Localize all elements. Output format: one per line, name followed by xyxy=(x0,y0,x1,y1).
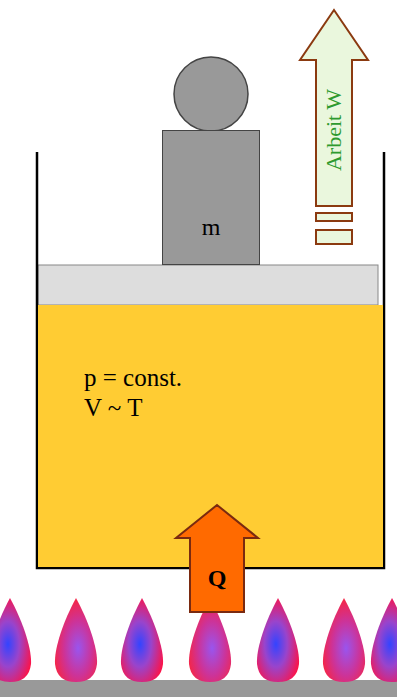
arrow-outline xyxy=(300,10,368,206)
mass-knob xyxy=(174,57,248,131)
heat-arrow-outline xyxy=(174,504,260,614)
flame xyxy=(257,598,299,682)
flame xyxy=(55,598,97,682)
arrow-dash xyxy=(316,213,352,221)
heat-arrow: Q xyxy=(174,504,260,614)
mass-block: m xyxy=(162,130,260,265)
mass-block-label: m xyxy=(163,213,259,241)
work-arrow: Arbeit W xyxy=(298,8,370,248)
flame xyxy=(371,598,397,682)
cylinder-wall xyxy=(37,152,384,568)
arrow-outline xyxy=(176,505,258,612)
work-arrow-label: Arbeit W xyxy=(322,89,346,171)
flame xyxy=(0,598,31,682)
flame xyxy=(323,598,365,682)
piston-plate xyxy=(38,265,378,305)
flame xyxy=(121,598,163,682)
heat-arrow-label: Q xyxy=(190,564,244,592)
arrow-dash xyxy=(316,230,352,244)
gas-volume-label: V ~ T xyxy=(84,393,142,423)
burner-base xyxy=(0,680,397,697)
gas-volume-label: p = const. xyxy=(84,363,182,393)
